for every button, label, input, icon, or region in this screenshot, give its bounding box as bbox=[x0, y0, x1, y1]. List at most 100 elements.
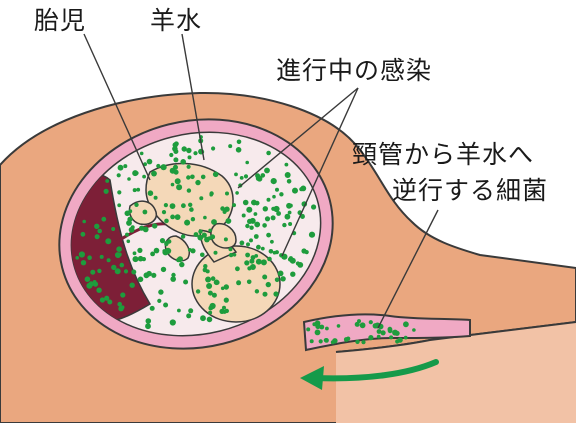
bacterium bbox=[96, 288, 101, 293]
bacterium bbox=[243, 200, 249, 206]
bacterium bbox=[170, 215, 175, 220]
bacterium bbox=[79, 251, 85, 257]
bacterium bbox=[229, 247, 233, 251]
bacterium bbox=[261, 259, 267, 265]
bacterium bbox=[175, 214, 181, 220]
bacterium bbox=[120, 292, 125, 297]
bacterium bbox=[150, 306, 155, 311]
bacterium bbox=[224, 237, 228, 241]
bacterium bbox=[186, 175, 190, 179]
bacterium bbox=[315, 324, 320, 329]
bacterium bbox=[151, 171, 157, 177]
label-fetus: 胎児 bbox=[34, 6, 86, 36]
bacterium bbox=[266, 151, 271, 156]
bacterium bbox=[290, 272, 295, 277]
bacterium bbox=[215, 280, 220, 285]
bacterium bbox=[310, 339, 314, 343]
bacterium bbox=[127, 240, 131, 244]
bacterium bbox=[297, 262, 303, 268]
bacterium bbox=[131, 270, 136, 275]
bacterium bbox=[101, 217, 106, 222]
bacterium bbox=[247, 266, 251, 270]
bacterium bbox=[117, 190, 121, 194]
bacterium bbox=[280, 276, 285, 281]
bacterium bbox=[249, 226, 253, 230]
bacterium bbox=[262, 275, 267, 280]
bacterium bbox=[170, 168, 176, 174]
bacterium bbox=[138, 277, 144, 283]
bacterium bbox=[290, 258, 296, 264]
bacterium bbox=[289, 204, 293, 208]
bacterium bbox=[301, 214, 305, 218]
bacterium bbox=[107, 258, 111, 262]
bacterium bbox=[254, 222, 260, 228]
bacterium bbox=[188, 248, 192, 252]
bacterium bbox=[154, 196, 158, 200]
bacterium bbox=[224, 207, 229, 212]
bacterium bbox=[267, 257, 272, 262]
bacterium bbox=[368, 335, 373, 340]
bacterium bbox=[133, 256, 139, 262]
bacterium bbox=[140, 152, 144, 156]
bacterium bbox=[81, 260, 86, 265]
bacterium bbox=[214, 251, 218, 255]
bacterium bbox=[176, 184, 182, 190]
bacterium bbox=[219, 309, 224, 314]
bacterium bbox=[267, 198, 271, 202]
bacterium bbox=[198, 229, 202, 233]
bacterium bbox=[146, 318, 152, 324]
bacterium bbox=[234, 173, 238, 177]
bacterium bbox=[118, 306, 123, 311]
bacterium bbox=[395, 339, 399, 343]
bacterium bbox=[388, 328, 393, 333]
bacterium bbox=[133, 251, 137, 255]
bacterium bbox=[164, 203, 168, 207]
bacterium bbox=[208, 311, 212, 315]
bacterium bbox=[200, 253, 205, 258]
bacterium bbox=[144, 272, 150, 278]
bacterium bbox=[311, 204, 316, 209]
bacterium bbox=[235, 266, 240, 271]
bacterium bbox=[210, 303, 216, 309]
bacterium bbox=[412, 328, 416, 332]
bacterium bbox=[181, 234, 185, 238]
bacterium bbox=[246, 207, 252, 213]
bacterium bbox=[124, 269, 128, 273]
bacterium bbox=[211, 276, 216, 281]
bacterium bbox=[278, 271, 284, 277]
bacterium bbox=[180, 159, 186, 165]
bacterium bbox=[202, 233, 207, 238]
bacterium bbox=[90, 270, 95, 275]
bacterium bbox=[209, 191, 213, 195]
bacterium bbox=[263, 292, 268, 297]
bacterium bbox=[306, 327, 310, 331]
bacterium bbox=[272, 195, 276, 199]
bacterium bbox=[100, 255, 104, 259]
bacterium bbox=[225, 192, 229, 196]
bacterium bbox=[332, 338, 337, 343]
bacterium bbox=[309, 232, 315, 238]
bacterium bbox=[170, 319, 176, 325]
bacterium bbox=[251, 255, 256, 260]
bacterium bbox=[118, 165, 124, 171]
bacterium bbox=[404, 336, 408, 340]
bacterium bbox=[225, 309, 229, 313]
bacterium bbox=[157, 299, 161, 303]
bacterium bbox=[161, 164, 167, 170]
bacterium bbox=[134, 203, 138, 207]
bacterium bbox=[273, 206, 279, 212]
bacterium bbox=[377, 329, 382, 334]
bacterium bbox=[344, 337, 349, 342]
bacterium bbox=[94, 224, 99, 229]
bacterium bbox=[182, 146, 187, 151]
bacterium bbox=[266, 233, 271, 238]
bacterium bbox=[186, 148, 191, 153]
bacterium bbox=[120, 263, 125, 268]
bacterium bbox=[126, 220, 132, 226]
bacterium bbox=[132, 170, 138, 176]
bacterium bbox=[194, 232, 199, 237]
bacterium bbox=[137, 248, 142, 253]
bacterium bbox=[206, 283, 212, 289]
bacterium bbox=[292, 188, 298, 194]
label-ascending-bacteria-line2: 逆行する細菌 bbox=[392, 176, 548, 206]
